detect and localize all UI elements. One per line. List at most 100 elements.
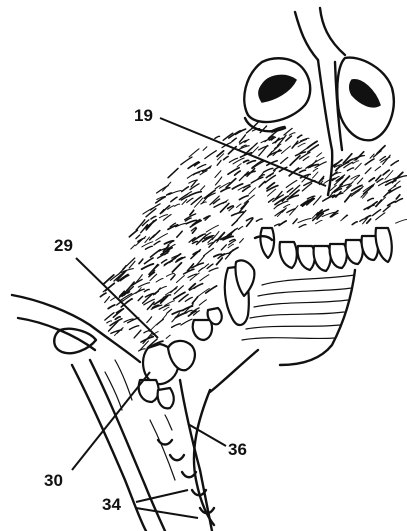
upper-teeth <box>225 228 392 325</box>
fur-stroke <box>153 231 160 238</box>
fur-stroke <box>274 167 280 170</box>
fur-stroke <box>100 293 106 297</box>
fur-stroke <box>201 186 205 191</box>
fur-stroke <box>281 146 290 154</box>
fur-stroke <box>200 275 209 281</box>
fur-stroke <box>394 181 400 186</box>
leader-lines <box>72 118 326 518</box>
fur-stroke <box>156 279 163 283</box>
fur-stroke <box>290 156 300 165</box>
label-19: 19 <box>134 106 153 125</box>
fur-stroke <box>383 170 389 175</box>
fur-stroke <box>145 237 150 243</box>
fur-stroke <box>156 234 168 241</box>
fur-stroke <box>360 219 365 221</box>
fur-stroke <box>383 206 390 212</box>
fur-stroke <box>171 197 177 202</box>
fur-stroke <box>232 220 237 225</box>
fur-stroke <box>391 161 398 166</box>
fur-stroke <box>313 168 318 171</box>
fur-stroke <box>373 210 381 216</box>
fur-stroke <box>298 143 305 147</box>
fur-stroke <box>284 205 290 208</box>
fur-stroke <box>142 264 154 269</box>
fur-stroke <box>177 231 182 237</box>
fur-stroke <box>374 151 382 157</box>
fur-stroke <box>324 180 330 184</box>
fur-stroke <box>136 235 140 239</box>
fur-stroke <box>217 151 224 157</box>
fur-stroke <box>167 309 172 313</box>
fur-stroke <box>207 233 211 236</box>
fur-stroke <box>224 157 229 160</box>
fur-stroke <box>345 194 351 202</box>
fur-stroke <box>246 127 254 133</box>
fur-stroke <box>384 190 391 197</box>
fur-stroke <box>365 159 374 165</box>
fur-stroke <box>154 241 160 245</box>
fur-stroke <box>264 168 273 172</box>
fur-stroke <box>139 349 146 351</box>
leader-29 <box>76 258 158 338</box>
fur-stroke <box>313 157 324 163</box>
fur-stroke <box>199 300 206 305</box>
fur-stroke <box>237 164 241 167</box>
fur-stroke <box>249 188 256 194</box>
fur-stroke <box>281 158 288 164</box>
fur-stroke <box>151 216 156 219</box>
fur-stroke <box>376 213 385 220</box>
fur-stroke <box>181 157 192 165</box>
fur-stroke <box>157 186 169 193</box>
fur-stroke <box>353 161 359 164</box>
fur-stroke <box>168 168 178 177</box>
fur-stroke <box>166 273 174 276</box>
fur-stroke <box>244 160 249 162</box>
fur-stroke <box>138 296 142 300</box>
fur-stroke <box>172 324 181 328</box>
fur-stroke <box>138 283 149 287</box>
fur-stroke <box>232 138 236 141</box>
fur-stroke <box>217 160 221 165</box>
fur-stroke <box>303 157 309 161</box>
fur-stroke <box>134 330 141 338</box>
fur-stroke <box>300 138 309 141</box>
fur-stroke <box>209 268 218 271</box>
fur-stroke <box>131 245 135 249</box>
fur-stroke <box>365 168 371 174</box>
fur-stroke <box>275 209 285 216</box>
fur-stroke <box>259 181 265 187</box>
fur-stroke <box>215 177 221 185</box>
fur-stroke <box>367 219 371 223</box>
fur-stroke <box>289 133 295 135</box>
fur-stroke <box>203 147 207 151</box>
fur-stroke <box>144 331 150 333</box>
fur-stroke <box>376 200 382 206</box>
fur-stroke <box>145 246 152 249</box>
fur-stroke <box>368 202 377 209</box>
fur-stroke <box>181 319 192 325</box>
fur-stroke <box>341 215 348 221</box>
fur-stroke <box>108 305 115 309</box>
fur-stroke <box>298 135 302 138</box>
fur-stroke <box>111 298 116 301</box>
label-29: 29 <box>54 236 73 255</box>
fur-stroke <box>162 260 167 263</box>
fur-stroke <box>177 276 185 283</box>
fur-stroke <box>239 227 243 230</box>
fur-stroke <box>316 220 323 224</box>
fur-stroke <box>205 151 217 159</box>
fur-stroke <box>123 266 126 270</box>
fur-stroke <box>127 258 135 266</box>
fur-stroke <box>162 314 166 319</box>
fur-stroke <box>139 259 143 264</box>
leader-34a <box>136 490 188 502</box>
label-30: 30 <box>44 471 63 490</box>
fur-stroke <box>368 198 374 200</box>
fur-stroke <box>107 321 112 323</box>
fur-stroke <box>298 219 311 223</box>
fur-stroke <box>355 163 361 169</box>
fur-stroke <box>396 219 407 223</box>
fur-stroke <box>396 195 400 199</box>
fur-stroke <box>182 200 187 205</box>
